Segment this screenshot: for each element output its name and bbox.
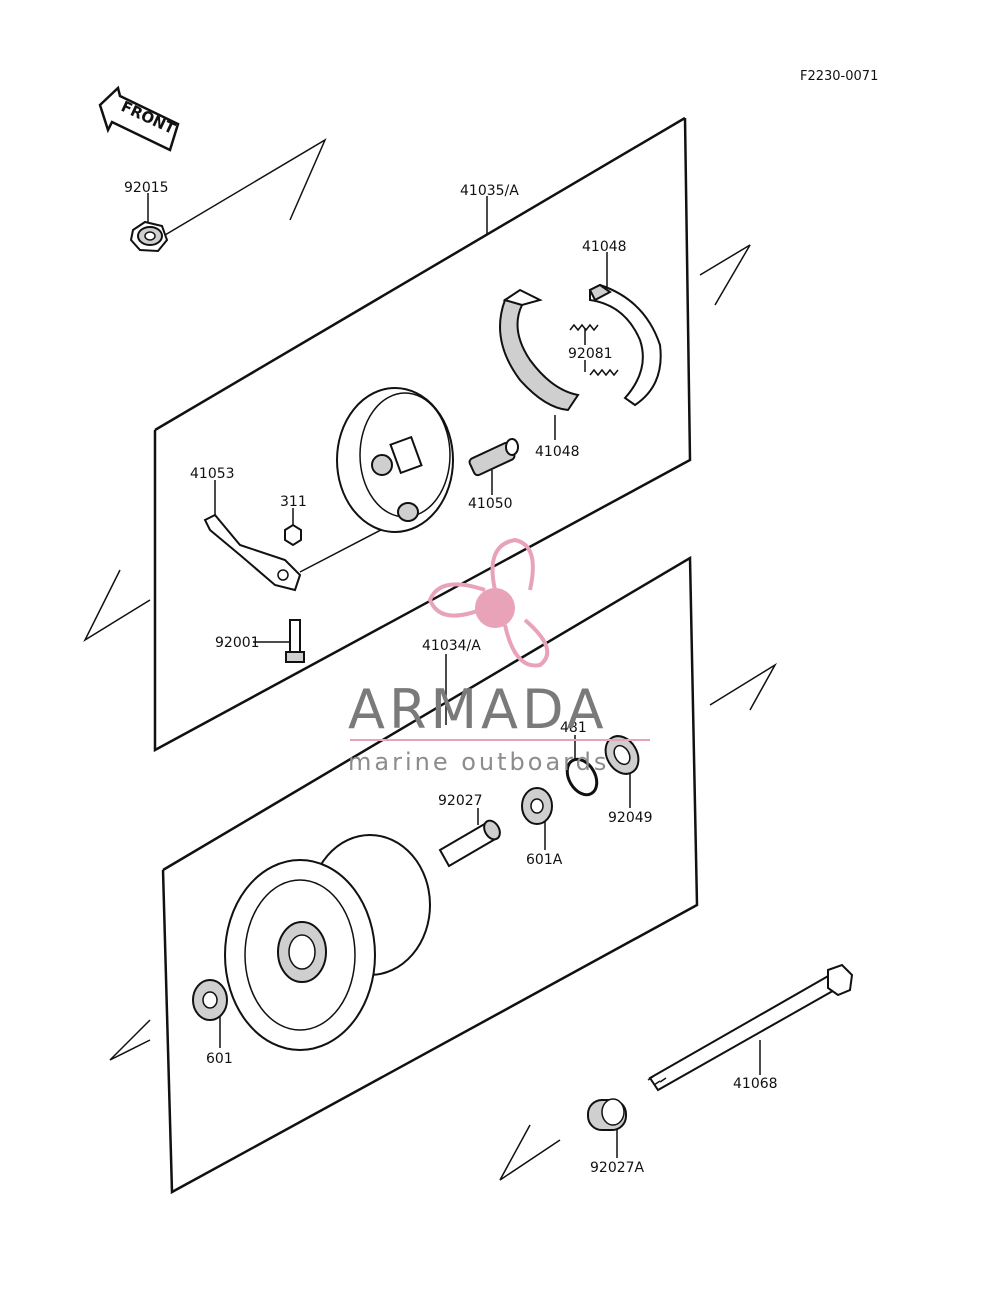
label-41048-top: 41048 (582, 239, 627, 255)
nut-311 (284, 523, 302, 547)
bolt-92001 (285, 619, 305, 663)
bearing-601 (192, 979, 228, 1021)
label-41048-bottom: 41048 (535, 444, 580, 460)
axle-41068 (647, 963, 854, 1092)
label-601: 601 (206, 1051, 233, 1067)
propeller-icon (427, 537, 550, 668)
seal-92049 (604, 735, 640, 775)
label-92081: 92081 (568, 346, 613, 362)
label-601A: 601A (526, 852, 563, 868)
label-311: 311 (280, 494, 307, 510)
brake-cam-41050 (468, 438, 519, 477)
watermark-logo: ARMADA marine outboards (348, 537, 650, 776)
watermark-tagline: marine outboards (348, 748, 609, 776)
propeller-hub-icon (475, 588, 515, 628)
label-41034: 41034/A (422, 638, 481, 654)
label-41068: 41068 (733, 1076, 778, 1092)
label-41050: 41050 (468, 496, 513, 512)
spacer-92027 (438, 819, 501, 868)
wheel-hub (224, 834, 431, 1051)
leader-lines (147, 193, 761, 1158)
front-arrow-icon: FRONT (98, 85, 180, 152)
watermark-brand: ARMADA (348, 678, 608, 741)
break-marks (83, 138, 778, 1181)
brake-panel-frame (153, 116, 692, 753)
hub-panel-frame (161, 555, 699, 1195)
collar-92027A (587, 1098, 627, 1131)
label-41053: 41053 (190, 466, 235, 482)
spring-92081 (569, 323, 619, 377)
label-481: 481 (560, 720, 587, 736)
label-92027A: 92027A (590, 1160, 645, 1176)
diagram-code: F2230-0071 (800, 69, 878, 84)
label-92049: 92049 (608, 810, 653, 826)
label-92015: 92015 (124, 180, 169, 196)
brake-shoe-rear (499, 288, 580, 412)
bearing-601A (521, 787, 553, 825)
label-41035: 41035/A (460, 183, 519, 199)
oring-481 (565, 757, 599, 797)
nut-92015 (129, 220, 169, 253)
brake-shoe-front (588, 283, 662, 407)
label-92027: 92027 (438, 793, 483, 809)
brake-panel-plate (336, 387, 454, 533)
brake-lever-41053 (203, 513, 302, 592)
label-92001: 92001 (215, 635, 260, 651)
